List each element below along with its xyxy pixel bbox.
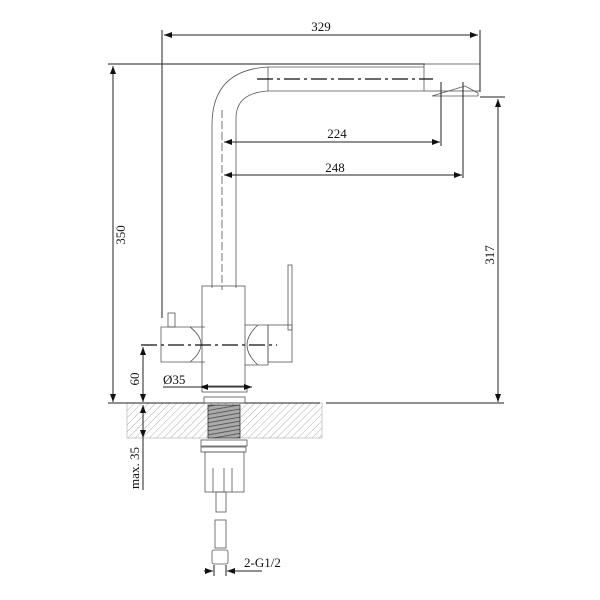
dim-60: 60 [127,373,142,386]
dim-350: 350 [113,225,128,245]
spout [211,63,481,290]
hose-nut [211,549,229,565]
threaded-shank [207,404,241,439]
hose [214,519,227,549]
dim-224: 224 [327,126,347,141]
dim-317: 317 [482,245,497,265]
dimension-lines [108,30,505,576]
mixer-lever [287,264,293,331]
faucet-body [141,264,293,404]
filter-valve-knob [167,312,176,328]
dim-329: 329 [311,19,331,34]
dim-connection: 2-G1/2 [244,555,281,570]
base-flange [203,396,246,404]
countertop [108,402,504,439]
mounting-hardware [200,404,248,565]
dim-248: 248 [325,160,345,175]
mounting-nut [204,451,245,493]
dim-diameter-35: Ø35 [163,372,185,387]
mixer-lever-base [267,324,293,363]
dimension-labels: 329 224 248 317 350 60 Ø35 max. 35 2-G1/… [113,19,497,570]
dim-max-35: max. 35 [127,447,142,489]
